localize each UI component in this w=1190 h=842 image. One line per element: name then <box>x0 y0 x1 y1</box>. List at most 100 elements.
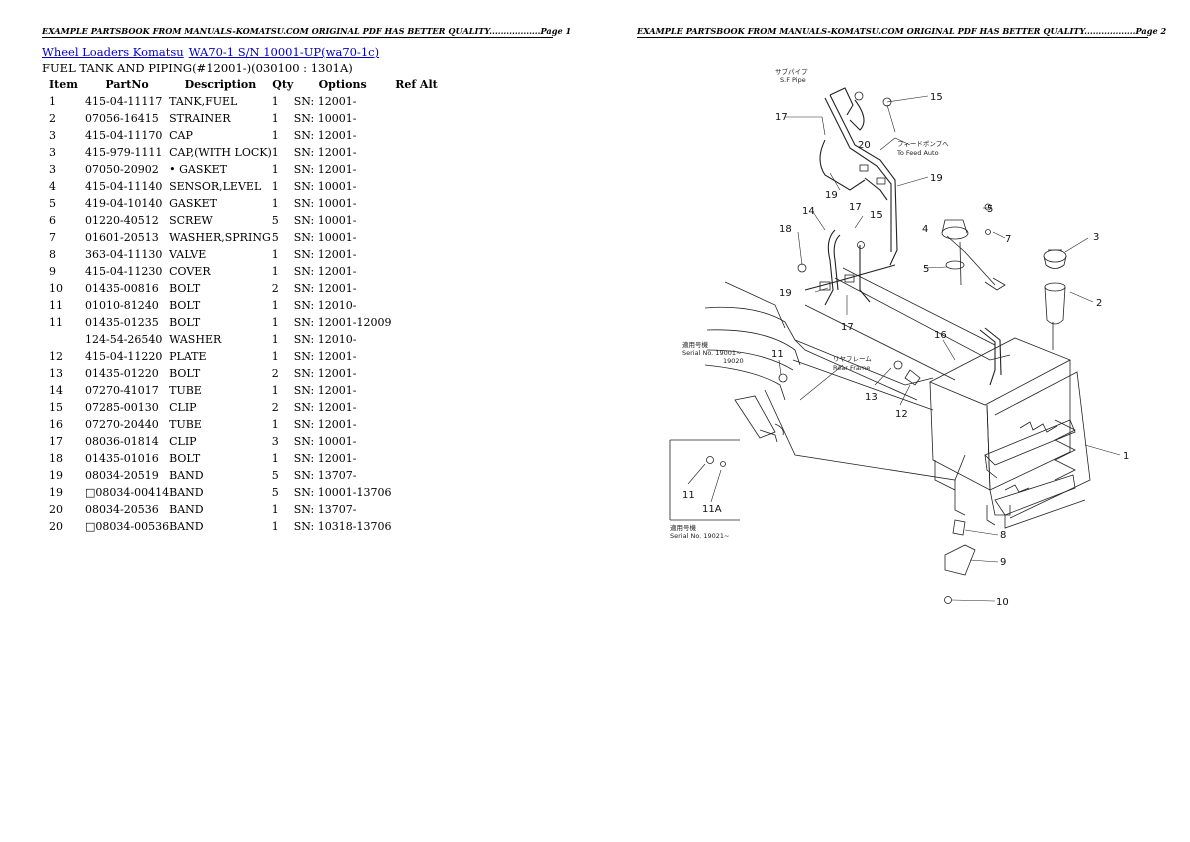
label-rear-frame-jp: リヤフレーム <box>833 355 872 363</box>
cell-options: SN: 10001- <box>293 112 357 125</box>
cell-ref-alt <box>391 127 441 144</box>
label-serial-b: 19020 <box>723 357 744 365</box>
parts-table: Item PartNo Description Qty Options Ref … <box>42 76 441 535</box>
cell-options: SN: 10001- <box>293 231 357 244</box>
cell-partno: 124-54-26540 <box>85 333 163 346</box>
rear-frame-outline <box>792 267 1011 411</box>
cell-partno: 415-04-11230 <box>85 265 163 278</box>
cell-options: SN: 10318-13706 <box>293 520 392 533</box>
label-sub-pipe: S.F Pipe <box>780 76 806 84</box>
cell-item: 11 <box>49 299 63 312</box>
cell-partno: 07270-41017 <box>85 384 159 397</box>
callout-11A: 11A <box>702 504 722 515</box>
cell-options: SN: 12001- <box>293 367 357 380</box>
cell-item: 9 <box>49 265 56 278</box>
cell-partno: 415-04-11220 <box>85 350 163 363</box>
callout-17b: 17 <box>849 202 862 213</box>
cell-ref-alt <box>391 229 441 246</box>
breadcrumb-link-model[interactable]: WA70-1 S/N 10001-UP(wa70-1c) <box>188 45 380 59</box>
cell-item: 12 <box>49 350 63 363</box>
cell-ref-alt <box>391 331 441 348</box>
cell-description: CLIP <box>169 401 197 414</box>
breadcrumb-link-model-family[interactable]: Wheel Loaders Komatsu <box>42 45 184 59</box>
cell-qty: 5 <box>271 469 279 482</box>
cell-description: SENSOR,LEVEL <box>169 180 262 193</box>
cell-qty: 1 <box>271 146 279 159</box>
cell-description: CAP,(WITH LOCK) <box>169 146 272 159</box>
callout-14: 14 <box>802 206 815 217</box>
callout-8: 8 <box>1000 530 1006 541</box>
cell-ref-alt <box>391 263 441 280</box>
cell-qty: 1 <box>271 95 279 108</box>
cell-partno: 08034-20519 <box>85 469 159 482</box>
page-title: FUEL TANK AND PIPING(#12001-)(030100 : 1… <box>42 61 353 75</box>
cell-options: SN: 12001- <box>293 163 357 176</box>
cell-ref-alt <box>391 365 441 382</box>
cell-item: 20 <box>49 520 63 533</box>
cell-item: 13 <box>49 367 63 380</box>
cell-options: SN: 12001- <box>293 282 357 295</box>
cell-item: 3 <box>49 146 56 159</box>
header-item: Item <box>49 78 78 91</box>
cell-description: BAND <box>169 503 204 516</box>
cell-qty: 1 <box>271 129 279 142</box>
cell-qty: 5 <box>271 231 279 244</box>
cell-partno: □08034-00414 <box>85 486 170 499</box>
page-header-1: EXAMPLE PARTSBOOK FROM MANUALS-KOMATSU.C… <box>42 26 572 38</box>
callout-11b: 11 <box>682 490 695 501</box>
cell-options: SN: 12001- <box>293 350 357 363</box>
cell-description: CAP <box>169 129 193 142</box>
header-description: Description <box>184 78 257 91</box>
page-header-2: EXAMPLE PARTSBOOK FROM MANUALS-KOMATSU.C… <box>637 26 1167 38</box>
cell-qty: 1 <box>271 350 279 363</box>
cell-ref-alt <box>391 314 441 331</box>
cell-partno: 01220-40512 <box>85 214 159 227</box>
callout-5b: 5 <box>923 264 929 275</box>
label-rear-frame: Rear Frame <box>833 364 870 372</box>
cell-partno: 01601-20513 <box>85 231 159 244</box>
cell-qty: 1 <box>271 316 279 329</box>
cell-ref-alt <box>391 416 441 433</box>
callout-19c: 19 <box>779 288 792 299</box>
callout-4: 4 <box>922 224 928 235</box>
cell-ref-alt <box>391 161 441 178</box>
cell-options: SN: 12010- <box>293 333 357 346</box>
cell-item: 8 <box>49 248 56 261</box>
cell-options: SN: 12010- <box>293 299 357 312</box>
cell-item: 7 <box>49 231 56 244</box>
callout-numbers: 17 20 15 19 19 17 14 15 18 19 17 5 4 7 5… <box>682 92 1129 608</box>
cell-options: SN: 12001-12009 <box>293 316 392 329</box>
cell-item: 17 <box>49 435 63 448</box>
cell-description: GASKET <box>169 197 217 210</box>
breadcrumb: Wheel Loaders Komatsu WA70-1 S/N 10001-UP… <box>42 45 379 59</box>
cell-ref-alt <box>391 467 441 484</box>
cell-description: WASHER,SPRING <box>169 231 271 244</box>
cell-description: BOLT <box>169 299 201 312</box>
cell-item: 19 <box>49 469 63 482</box>
fuel-tank-shape <box>929 337 1091 526</box>
cell-item: 3 <box>49 129 56 142</box>
callout-13: 13 <box>865 392 878 403</box>
cell-ref-alt <box>391 484 441 501</box>
cell-partno: 415-979-1111 <box>85 146 163 159</box>
cell-item <box>42 331 85 348</box>
cell-description: PLATE <box>169 350 207 363</box>
cell-ref-alt <box>391 518 441 535</box>
cell-ref-alt <box>391 212 441 229</box>
cell-partno: 01435-01220 <box>85 367 159 380</box>
cell-item: 1 <box>49 95 56 108</box>
label-serial-a: Serial No. 19001~ <box>682 349 741 357</box>
cell-qty: 1 <box>271 197 279 210</box>
